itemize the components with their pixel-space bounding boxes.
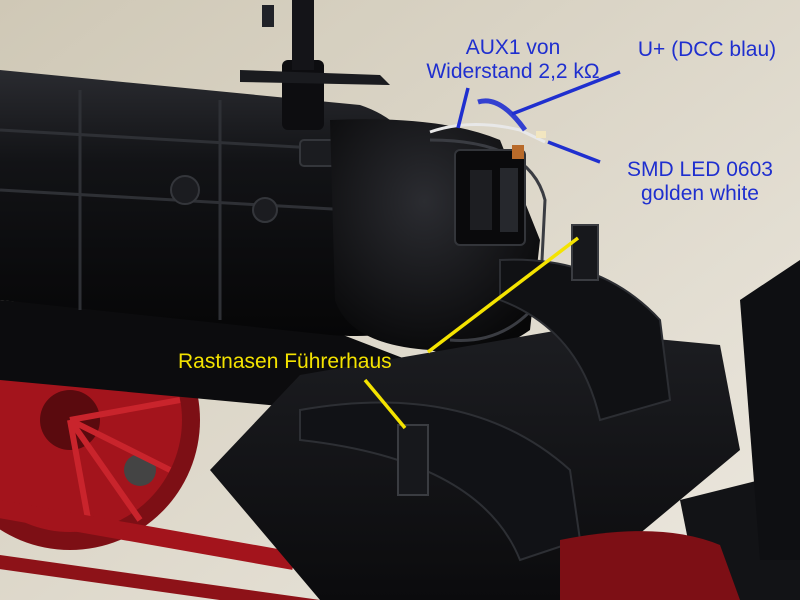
annotation-u-plus: U+ (DCC blau) — [637, 38, 777, 61]
cab-latch-right — [571, 224, 599, 281]
cab-latch-left — [397, 424, 429, 496]
smd-led — [536, 131, 546, 138]
fender-right — [499, 258, 672, 422]
leader-lines-yellow — [363, 236, 580, 430]
annotation-smd-led-line1: SMD LED 0603 — [627, 158, 773, 181]
annotation-aux1-line1: AUX1 von — [465, 36, 561, 59]
wire-white — [429, 123, 546, 144]
leader-lines-blue — [456, 70, 621, 164]
annotation-smd-led: SMD LED 0603 golden white — [610, 158, 790, 206]
annotation-smd-led-line2: golden white — [641, 182, 759, 205]
chimney — [282, 60, 324, 130]
annotation-aux1-line2: Widerstand 2,2 kΩ — [426, 60, 600, 83]
annotation-rastnasen: Rastnasen Führerhaus — [178, 350, 392, 373]
wire-blue — [477, 98, 528, 132]
annotation-aux1: AUX1 von Widerstand 2,2 kΩ — [408, 36, 618, 84]
